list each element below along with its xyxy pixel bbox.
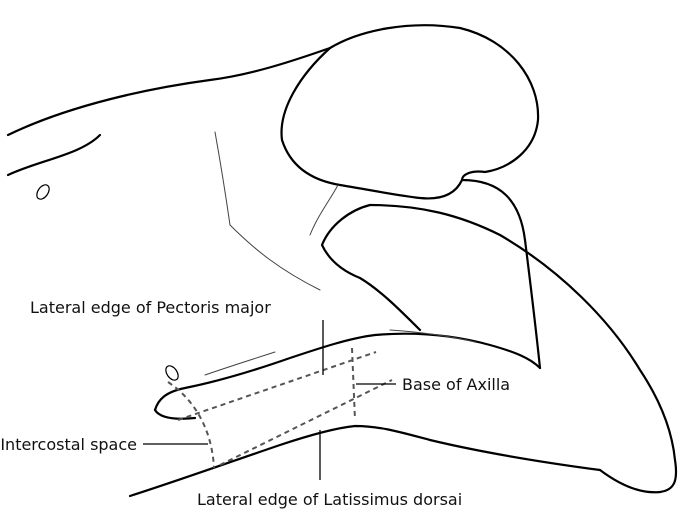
axilla-crease-line	[390, 330, 475, 342]
intercostal-label: Intercostal space	[0, 435, 137, 454]
axilla-base-dashed-line	[352, 348, 355, 420]
upper-arm-fold	[8, 135, 100, 175]
nipple-lower-icon	[163, 364, 180, 383]
forearm-outline	[462, 180, 540, 368]
body-outline	[8, 25, 676, 496]
torso-lower-contour	[130, 426, 600, 496]
shoulder-line	[230, 225, 320, 290]
torso-front-curve	[155, 410, 195, 419]
landmark-lines	[168, 348, 392, 468]
intercostal-dashed-line	[168, 382, 214, 468]
nipple-upper-icon	[34, 183, 51, 202]
forearm-inner-outline	[322, 205, 420, 330]
leader-lines	[143, 320, 396, 480]
labels: Lateral edge of Pectoris major Base of A…	[0, 298, 510, 509]
latissimus-dashed-line	[220, 380, 392, 465]
chest-line	[205, 352, 275, 375]
latissimus-label: Lateral edge of Latissimus dorsai	[197, 490, 462, 509]
arm-under-head-outline	[370, 205, 676, 492]
skin-detail-lines	[205, 132, 475, 375]
neck-line	[215, 132, 230, 225]
axilla-label: Base of Axilla	[402, 375, 510, 394]
pectoralis-label: Lateral edge of Pectoris major	[30, 298, 271, 317]
